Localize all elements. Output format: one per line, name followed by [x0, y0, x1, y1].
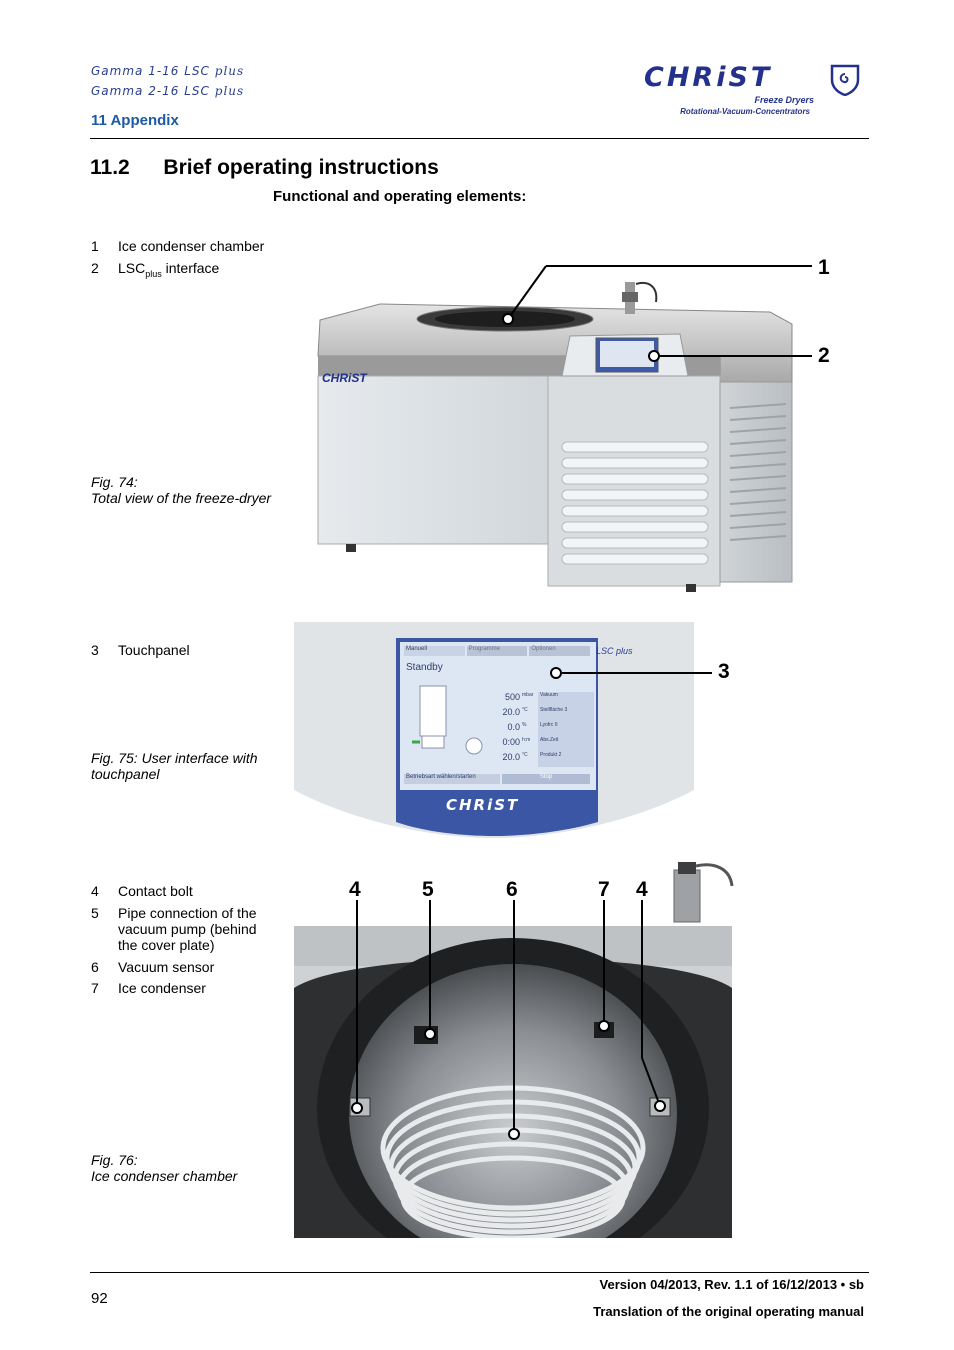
caption-line-2: touchpanel	[91, 766, 160, 782]
callout-2: 2	[818, 344, 830, 367]
reading-row: 20.0 °C Stellfläche 3	[488, 707, 594, 722]
reading-row: 500 mbar Vakuum	[488, 692, 594, 707]
callout-3-line	[550, 667, 694, 679]
lsc-plus-label: LSC plus	[596, 646, 633, 656]
reading-value: 500	[504, 692, 520, 702]
figure-caption-76: Fig. 76: Ice condenser chamber	[91, 1152, 291, 1184]
plus-subscript: plus	[145, 268, 162, 279]
model-name: Gamma 2-16 LSC	[91, 84, 210, 98]
touchpanel-photo: Manuell Programme Optionen LSC plus Stan…	[294, 622, 694, 838]
item-number: 4	[91, 883, 99, 899]
reading-value: 0.0	[507, 722, 520, 732]
callout-3-line-ext	[694, 672, 712, 674]
caption-number: Fig. 74:	[91, 474, 138, 490]
subtitle: Functional and operating elements:	[273, 188, 527, 205]
callout-4b: 4	[636, 878, 648, 901]
reading-unit: mbar	[522, 692, 534, 698]
model-name: Gamma 1-16 LSC	[91, 64, 210, 78]
lsc-text: LSC	[118, 260, 146, 276]
translation-note: Translation of the original operating ma…	[593, 1304, 864, 1319]
tab-programs[interactable]: Programme	[466, 646, 528, 656]
item-number: 7	[91, 980, 99, 996]
item-number: 2	[91, 260, 99, 276]
figure-caption-74: Fig. 74: Total view of the freeze-dryer	[91, 474, 291, 506]
logo-wordmark: CHRiST	[644, 62, 773, 93]
model-line-1: Gamma 1-16 LSC plus	[91, 64, 244, 78]
reading-label: Vakuum	[538, 692, 594, 707]
callout-3: 3	[718, 660, 730, 683]
callout-1: 1	[818, 256, 830, 279]
model-plus: plus	[214, 64, 245, 78]
mode-start-button[interactable]: Betriebsart wählen/starten	[404, 774, 500, 784]
reading-label: Produkt 2	[538, 752, 594, 767]
reading-label: Lyofrc II	[538, 722, 594, 737]
reading-row: 0.0 % Lyofrc II	[488, 722, 594, 737]
title-text: Brief operating instructions	[163, 156, 439, 179]
item-label: Contact bolt	[118, 883, 193, 899]
section-heading: 11 Appendix	[91, 112, 179, 129]
item-label: Ice condenser	[118, 980, 206, 996]
item-label: Pipe connection of the vacuum pump (behi…	[118, 905, 257, 953]
panel-tabs: Manuell Programme Optionen	[404, 646, 591, 656]
caption-text: Ice condenser chamber	[91, 1168, 238, 1184]
ice-condenser-chamber-photo	[294, 862, 734, 1238]
chamber-diagram-icon	[412, 685, 483, 755]
callout-5: 5	[422, 878, 434, 901]
model-plus: plus	[214, 84, 245, 98]
reading-label: Stellfläche 3	[538, 707, 594, 722]
callout-7: 7	[598, 878, 610, 901]
reading-unit: °C	[522, 752, 528, 758]
caption-text: Total view of the freeze-dryer	[91, 490, 272, 506]
vent-grille	[729, 403, 787, 541]
device-brand: CHRiST	[322, 371, 368, 385]
figure-caption-75: Fig. 75: User interface with touchpanel	[91, 750, 291, 782]
panel-readings: 500 mbar Vakuum 20.0 °C Stellfläche 3 0.…	[488, 692, 594, 767]
title-number: 11.2	[90, 156, 130, 179]
item-label: Ice condenser chamber	[118, 238, 265, 254]
reading-value: 20.0	[502, 707, 520, 717]
item-label: Touchpanel	[118, 642, 190, 658]
reading-row: 20.0 °C Produkt 2	[488, 752, 594, 767]
model-line-2: Gamma 2-16 LSC plus	[91, 84, 244, 98]
panel-status: Standby	[406, 662, 443, 673]
reading-unit: °C	[522, 707, 528, 713]
callout-4a: 4	[349, 878, 361, 901]
item-label: Vacuum sensor	[118, 959, 215, 975]
tab-options[interactable]: Optionen	[529, 646, 591, 656]
item-number: 6	[91, 959, 99, 975]
reading-unit: %	[522, 722, 527, 728]
footer-rule	[90, 1272, 869, 1273]
christ-logo: CHRiST Freeze Dryers Rotational-Vacuum-C…	[640, 58, 868, 120]
item-label: LSCplus interface	[118, 260, 278, 282]
reading-unit: h:m	[522, 737, 531, 743]
caption-number: Fig. 76:	[91, 1152, 138, 1168]
item-number: 3	[91, 642, 99, 658]
interface-text: interface	[161, 260, 220, 276]
reading-row: 0:00 h:m Abs.Zeit	[488, 737, 594, 752]
reading-value: 20.0	[502, 752, 520, 762]
page-number: 92	[91, 1290, 108, 1307]
header-rule	[90, 138, 869, 139]
reading-label: Abs.Zeit	[538, 737, 594, 752]
freeze-dryer-photo: CHRiST	[317, 265, 812, 592]
panel-brand: CHRiST	[446, 796, 520, 814]
logo-tagline-2: Rotational-Vacuum-Concentrators	[680, 107, 810, 116]
item-number: 1	[91, 238, 99, 254]
front-vents	[561, 441, 709, 565]
callout-6: 6	[506, 878, 518, 901]
page-title: 11.2 Brief operating instructions	[90, 156, 439, 180]
item-number: 5	[91, 905, 99, 921]
logo-shield-icon	[830, 64, 860, 96]
stop-button[interactable]: Stop	[502, 774, 590, 784]
version-info: Version 04/2013, Rev. 1.1 of 16/12/2013 …	[599, 1277, 864, 1292]
caption-line-1: Fig. 75: User interface with	[91, 750, 258, 766]
tab-manual[interactable]: Manuell	[404, 646, 465, 656]
logo-tagline-1: Freeze Dryers	[754, 95, 814, 105]
reading-value: 0:00	[502, 737, 520, 747]
